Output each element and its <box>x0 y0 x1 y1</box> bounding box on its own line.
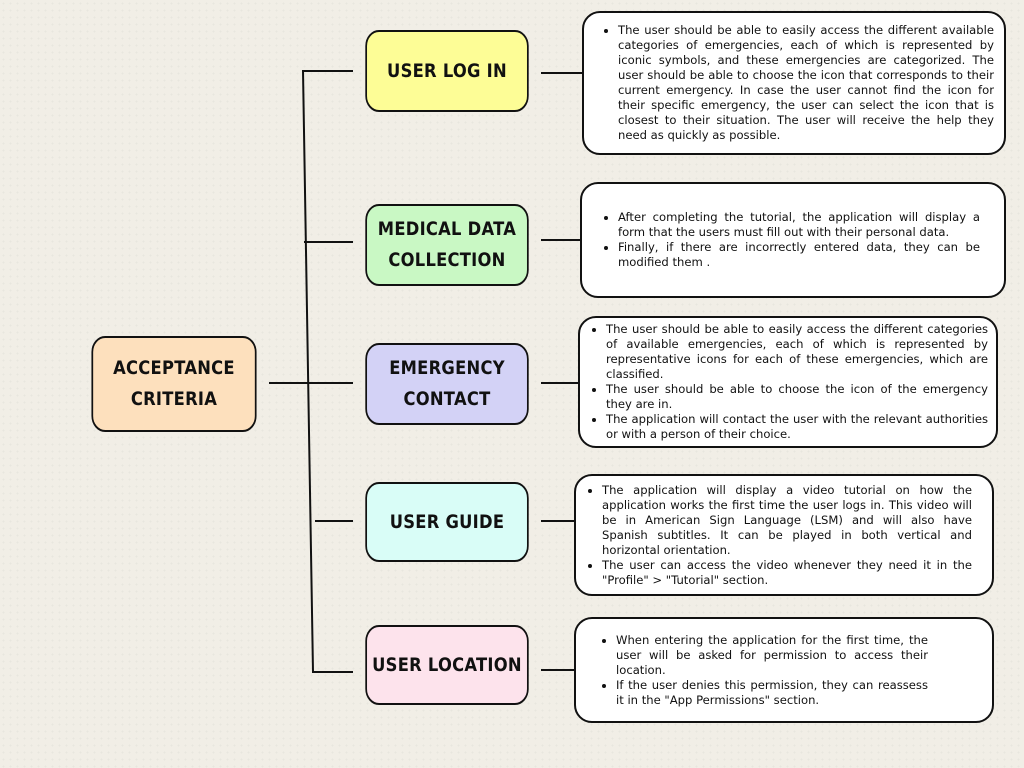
bullet-item: The application will display a video tut… <box>602 483 972 558</box>
branch-node-medical-data-collection: MEDICAL DATA COLLECTION <box>365 204 529 286</box>
description-box-medical-data-collection: After completing the tutorial, the appli… <box>580 182 1006 298</box>
bullet-list: The application will display a video tut… <box>584 483 972 588</box>
branch-label-line1: USER LOG IN <box>387 59 507 82</box>
description-box-user-log-in: The user should be able to easily access… <box>582 11 1006 155</box>
branch-label-line2: CONTACT <box>403 388 491 410</box>
bullet-item: When entering the application for the fi… <box>616 633 928 678</box>
bullet-item: After completing the tutorial, the appli… <box>618 210 980 240</box>
bullet-list: The user should be able to easily access… <box>600 23 994 143</box>
branch-node-user-log-in: USER LOG IN <box>365 30 529 112</box>
branch-node-user-guide: USER GUIDE <box>365 482 529 562</box>
branch-label-line1: USER GUIDE <box>389 510 505 533</box>
bullet-list: After completing the tutorial, the appli… <box>600 210 980 270</box>
bullet-item: If the user denies this permission, they… <box>616 678 928 708</box>
bullet-item: The application will contact the user wi… <box>606 412 988 442</box>
branch-label-line1: MEDICAL DATA <box>377 218 517 240</box>
branch-label-line1: USER LOCATION <box>372 653 522 676</box>
root-node: ACCEPTANCE CRITERIA <box>91 336 257 432</box>
bullet-item: The user should be able to easily access… <box>606 322 988 382</box>
description-box-emergency-contact: The user should be able to easily access… <box>578 316 998 448</box>
bullet-list: When entering the application for the fi… <box>598 633 928 708</box>
bullet-item: The user should be able to choose the ic… <box>606 382 988 412</box>
root-label-line1: ACCEPTANCE <box>113 357 235 379</box>
bullet-item: The user should be able to easily access… <box>618 23 994 143</box>
branch-node-emergency-contact: EMERGENCY CONTACT <box>365 343 529 425</box>
branch-label-line1: EMERGENCY <box>389 357 505 379</box>
root-label-line2: CRITERIA <box>130 388 218 410</box>
branch-label-line2: COLLECTION <box>388 249 506 271</box>
bullet-item: The user can access the video whenever t… <box>602 558 972 588</box>
description-box-user-location: When entering the application for the fi… <box>574 617 994 723</box>
description-box-user-guide: The application will display a video tut… <box>574 474 994 596</box>
bullet-list: The user should be able to easily access… <box>588 322 988 442</box>
branch-node-user-location: USER LOCATION <box>365 625 529 705</box>
bullet-item: Finally, if there are incorrectly entere… <box>618 240 980 270</box>
